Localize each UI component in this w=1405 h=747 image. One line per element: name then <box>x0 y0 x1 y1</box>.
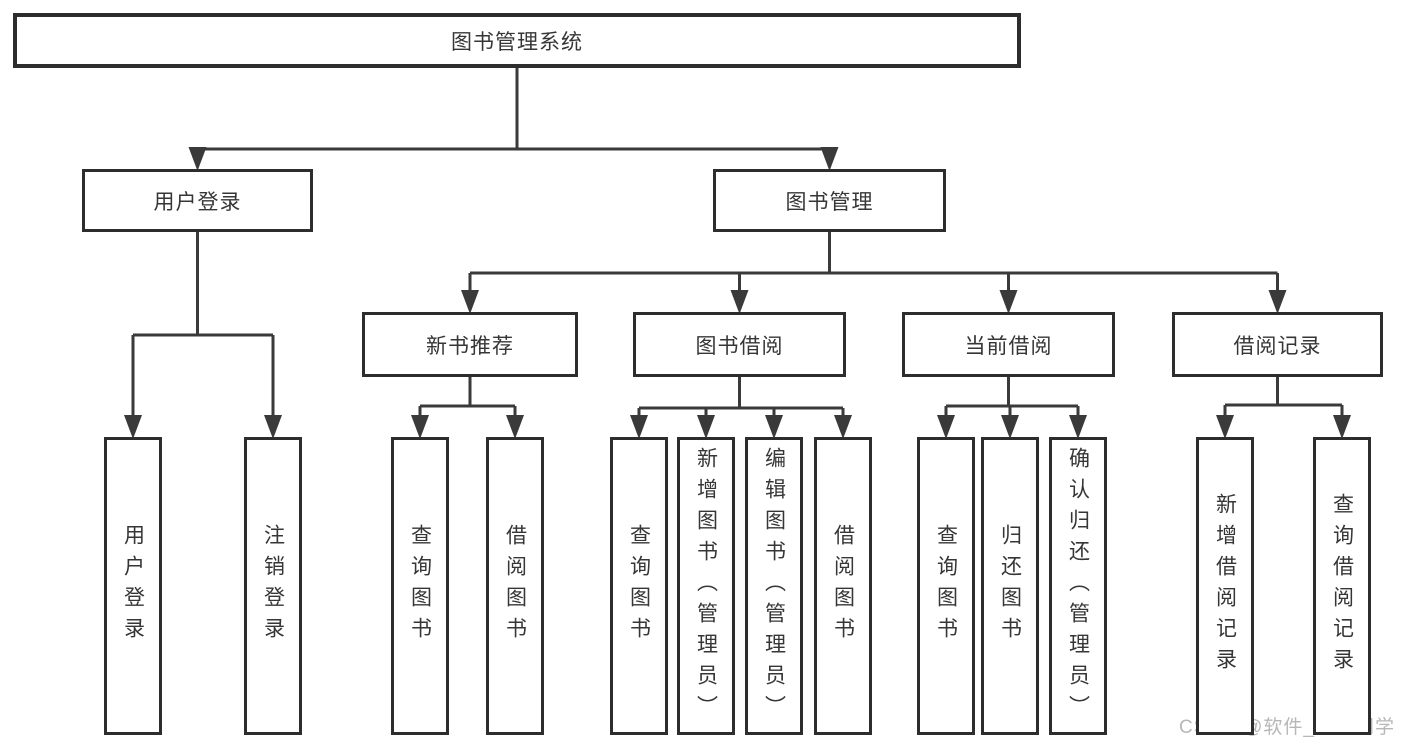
node-label: 编辑图书（管理员） <box>762 446 786 726</box>
edge-group-book-mgmt <box>468 232 1279 296</box>
node-leaf-confirm-return: 确认归还（管理员） <box>1049 437 1107 735</box>
node-label: 查询借阅记录 <box>1330 493 1354 679</box>
node-leaf-query-borrow-record: 查询借阅记录 <box>1313 437 1371 735</box>
node-leaf-user-login: 用户登录 <box>104 437 162 735</box>
edge-group-borrow-records <box>1223 377 1344 421</box>
arrowhead-to-book-mgmt <box>820 147 839 171</box>
node-leaf-edit-book: 编辑图书（管理员） <box>745 437 803 735</box>
node-leaf-logout: 注销登录 <box>244 437 302 735</box>
arrowhead-to-leaf-return-book <box>1001 415 1019 439</box>
node-leaf-borrow-book-2: 借阅图书 <box>814 437 872 735</box>
arrowhead-to-current-borrow <box>999 290 1018 314</box>
node-label: 注销登录 <box>261 524 285 648</box>
arrowhead-to-leaf-borrow-book-1 <box>506 415 524 439</box>
node-label: 查询图书 <box>627 524 651 648</box>
arrowhead-to-leaf-edit-book <box>765 415 783 439</box>
node-new-book-rec: 新书推荐 <box>362 312 578 377</box>
edge-group-current-borrow <box>944 377 1080 421</box>
node-book-mgmt: 图书管理 <box>713 169 946 232</box>
node-leaf-add-book: 新增图书（管理员） <box>677 437 735 735</box>
node-leaf-return-book: 归还图书 <box>981 437 1039 735</box>
node-label: 图书管理 <box>785 190 874 214</box>
node-label: 查询图书 <box>934 524 958 648</box>
node-current-borrow: 当前借阅 <box>902 312 1115 377</box>
node-user-login: 用户登录 <box>82 169 313 232</box>
node-label: 图书借阅 <box>695 334 784 358</box>
node-label: 借阅图书 <box>831 524 855 648</box>
arrowhead-to-leaf-query-borrow-record <box>1333 415 1351 439</box>
node-label: 当前借阅 <box>964 334 1053 358</box>
edge-group-new-book-rec <box>418 377 517 421</box>
node-leaf-query-book-3: 查询图书 <box>917 437 975 735</box>
node-label: 查询图书 <box>408 524 432 648</box>
arrowhead-to-leaf-add-book <box>697 415 715 439</box>
node-label: 借阅记录 <box>1233 334 1322 358</box>
node-book-borrow: 图书借阅 <box>633 312 846 377</box>
arrowhead-to-new-book-rec <box>461 290 479 314</box>
node-label: 用户登录 <box>153 190 242 214</box>
arrowhead-to-borrow-records <box>1268 290 1287 314</box>
node-label: 新增图书（管理员） <box>694 446 718 726</box>
node-label: 用户登录 <box>121 524 145 648</box>
node-label: 归还图书 <box>998 524 1022 648</box>
node-label: 新增借阅记录 <box>1213 493 1237 679</box>
arrowhead-to-book-borrow <box>730 290 749 314</box>
node-leaf-query-book-2: 查询图书 <box>610 437 668 735</box>
edge-group-user-login <box>131 232 275 421</box>
arrowhead-to-leaf-user-login <box>124 415 142 439</box>
node-borrow-records: 借阅记录 <box>1172 312 1383 377</box>
edge-group-root <box>196 68 831 153</box>
arrowhead-to-leaf-logout <box>264 415 282 439</box>
arrowhead-to-leaf-add-borrow-record <box>1216 415 1234 439</box>
node-label: 确认归还（管理员） <box>1066 446 1090 726</box>
node-root: 图书管理系统 <box>13 13 1021 68</box>
arrowhead-to-leaf-confirm-return <box>1069 415 1087 439</box>
node-label: 新书推荐 <box>426 334 514 358</box>
arrowhead-to-user-login <box>188 147 207 171</box>
arrowhead-to-leaf-query-book-2 <box>630 415 648 439</box>
arrowhead-to-leaf-query-book-1 <box>411 415 429 439</box>
node-label: 借阅图书 <box>503 524 527 648</box>
arrowhead-to-leaf-query-book-3 <box>937 415 955 439</box>
node-leaf-borrow-book-1: 借阅图书 <box>486 437 544 735</box>
node-leaf-query-book-1: 查询图书 <box>391 437 449 735</box>
node-leaf-add-borrow-record: 新增借阅记录 <box>1196 437 1254 735</box>
arrowhead-to-leaf-borrow-book-2 <box>834 415 852 439</box>
node-label: 图书管理系统 <box>451 30 583 54</box>
edge-group-book-borrow <box>637 377 845 421</box>
